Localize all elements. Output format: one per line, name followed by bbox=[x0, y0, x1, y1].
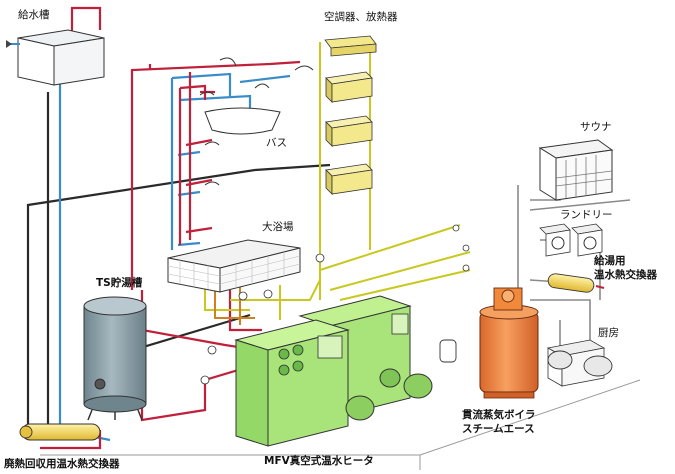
label-waste-heat-exchanger: 廃熱回収用温水熱交換器 bbox=[4, 458, 120, 470]
label-mfv-heater: MFV真空式温水ヒータ bbox=[264, 455, 374, 467]
hot-water-heat-exchanger bbox=[547, 273, 605, 293]
orange-pipes bbox=[214, 282, 255, 325]
label-hot-water-exchanger: 給湯用 温水熱交換器 bbox=[594, 255, 657, 281]
ts-storage-tank bbox=[83, 296, 147, 421]
sauna bbox=[538, 139, 614, 201]
label-laundry: ランドリー bbox=[560, 209, 613, 221]
ac-unit bbox=[324, 35, 377, 57]
waste-heat-recovery-exchanger bbox=[19, 423, 101, 441]
water-tank-valve-icon bbox=[6, 40, 20, 48]
radiator-unit bbox=[325, 71, 373, 103]
label-steam-boiler: 貫流蒸気ボイラ スチームエース bbox=[462, 409, 536, 435]
kitchen-equipment bbox=[546, 339, 613, 387]
label-water-tank: 給水槽 bbox=[18, 9, 50, 21]
large-bath bbox=[167, 239, 301, 293]
laundry-machines bbox=[539, 223, 603, 257]
air-conditioner-units bbox=[324, 35, 377, 195]
washing-machine bbox=[539, 223, 571, 257]
expansion-tank bbox=[439, 339, 457, 363]
bath-sink bbox=[204, 107, 281, 135]
steam-boiler bbox=[479, 287, 539, 399]
label-kitchen: 厨房 bbox=[598, 327, 619, 339]
label-large-bath: 大浴場 bbox=[262, 221, 294, 233]
label-air-conditioner: 空調器、放熱器 bbox=[324, 11, 398, 23]
valve-fittings bbox=[200, 224, 470, 385]
water-tank bbox=[17, 29, 105, 86]
label-sauna: サウナ bbox=[580, 121, 612, 133]
shower-fixtures bbox=[199, 57, 314, 186]
washing-machine bbox=[571, 223, 603, 257]
radiator-unit bbox=[325, 163, 373, 195]
label-ts-tank: TS貯湯槽 bbox=[96, 277, 143, 289]
label-bath: バス bbox=[266, 137, 287, 149]
floor-outline bbox=[40, 379, 641, 470]
mfv-heater bbox=[234, 295, 433, 447]
radiator-unit bbox=[325, 115, 373, 147]
